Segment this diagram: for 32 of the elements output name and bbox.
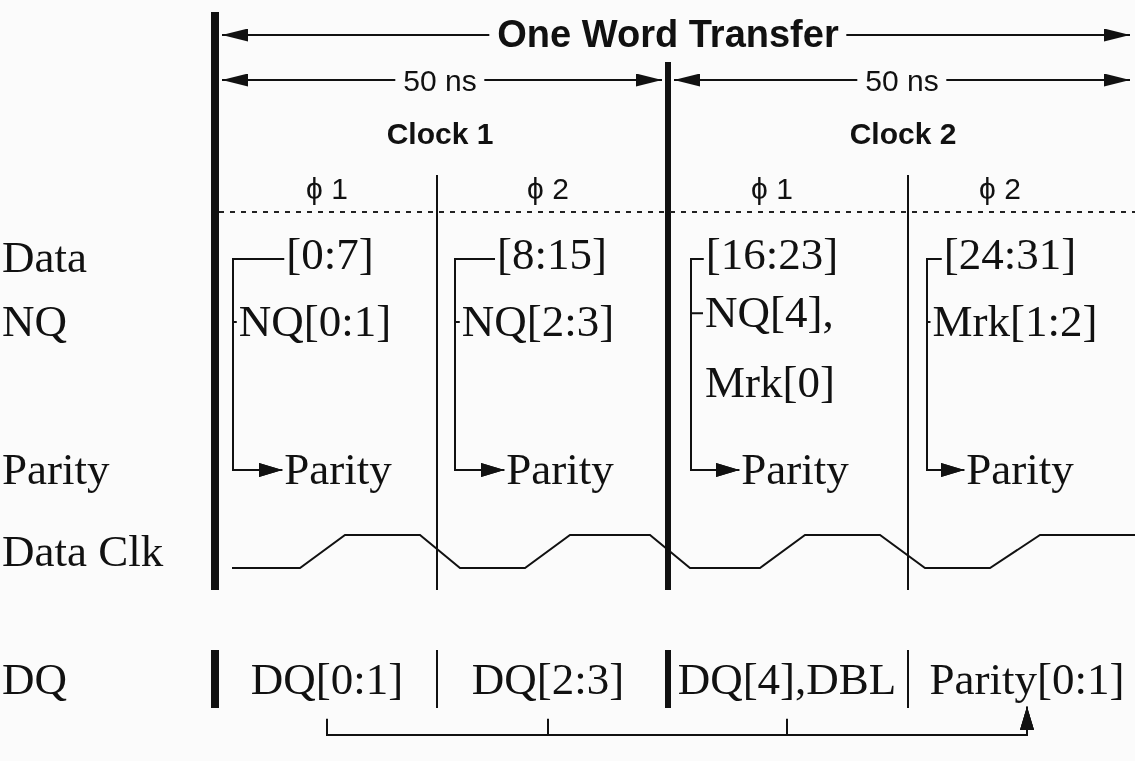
dq-field-label: Parity[0:1] (929, 655, 1125, 705)
signal-name: Data Clk (2, 527, 164, 577)
clock-label: Clock 1 (386, 116, 494, 150)
dq-field-label: DQ[2:3] (471, 655, 625, 705)
signal-name: DQ (2, 655, 67, 705)
signal-field-label: NQ[0:1] (238, 297, 392, 347)
phase-label: ϕ 1 (751, 171, 793, 205)
bracket-arrow (926, 321, 966, 477)
clock-label: Clock 2 (849, 116, 957, 150)
signal-name: Data (2, 233, 87, 283)
parity-label: Parity (284, 445, 392, 495)
bracket-arrow (454, 321, 506, 477)
bracket-arrow (786, 705, 1034, 736)
bit-range-label: [8:15] (497, 230, 607, 280)
phase-label: ϕ 2 (527, 171, 569, 205)
signal-name: NQ (2, 297, 67, 347)
parity-label: Parity (966, 445, 1074, 495)
bracket-arrow (690, 312, 741, 477)
signal-field-label: NQ[2:3] (461, 297, 615, 347)
parity-label: Parity (741, 445, 849, 495)
dq-field-label: DQ[4],DBL (677, 655, 897, 705)
dq-field-label: DQ[0:1] (250, 655, 404, 705)
bit-range-label: [24:31] (943, 230, 1077, 280)
bracket-arrow (232, 321, 284, 477)
signal-name: Parity (2, 445, 110, 495)
phase-label: ϕ 2 (979, 171, 1021, 205)
signal-field-label: Mrk[1:2] (932, 297, 1098, 347)
parity-label: Parity (506, 445, 614, 495)
phase-label: ϕ 1 (306, 171, 348, 205)
bit-range-label: [0:7] (286, 230, 374, 280)
signal-field-label: NQ[4], Mrk[0] (705, 278, 835, 418)
bit-range-label: [16:23] (705, 230, 839, 280)
